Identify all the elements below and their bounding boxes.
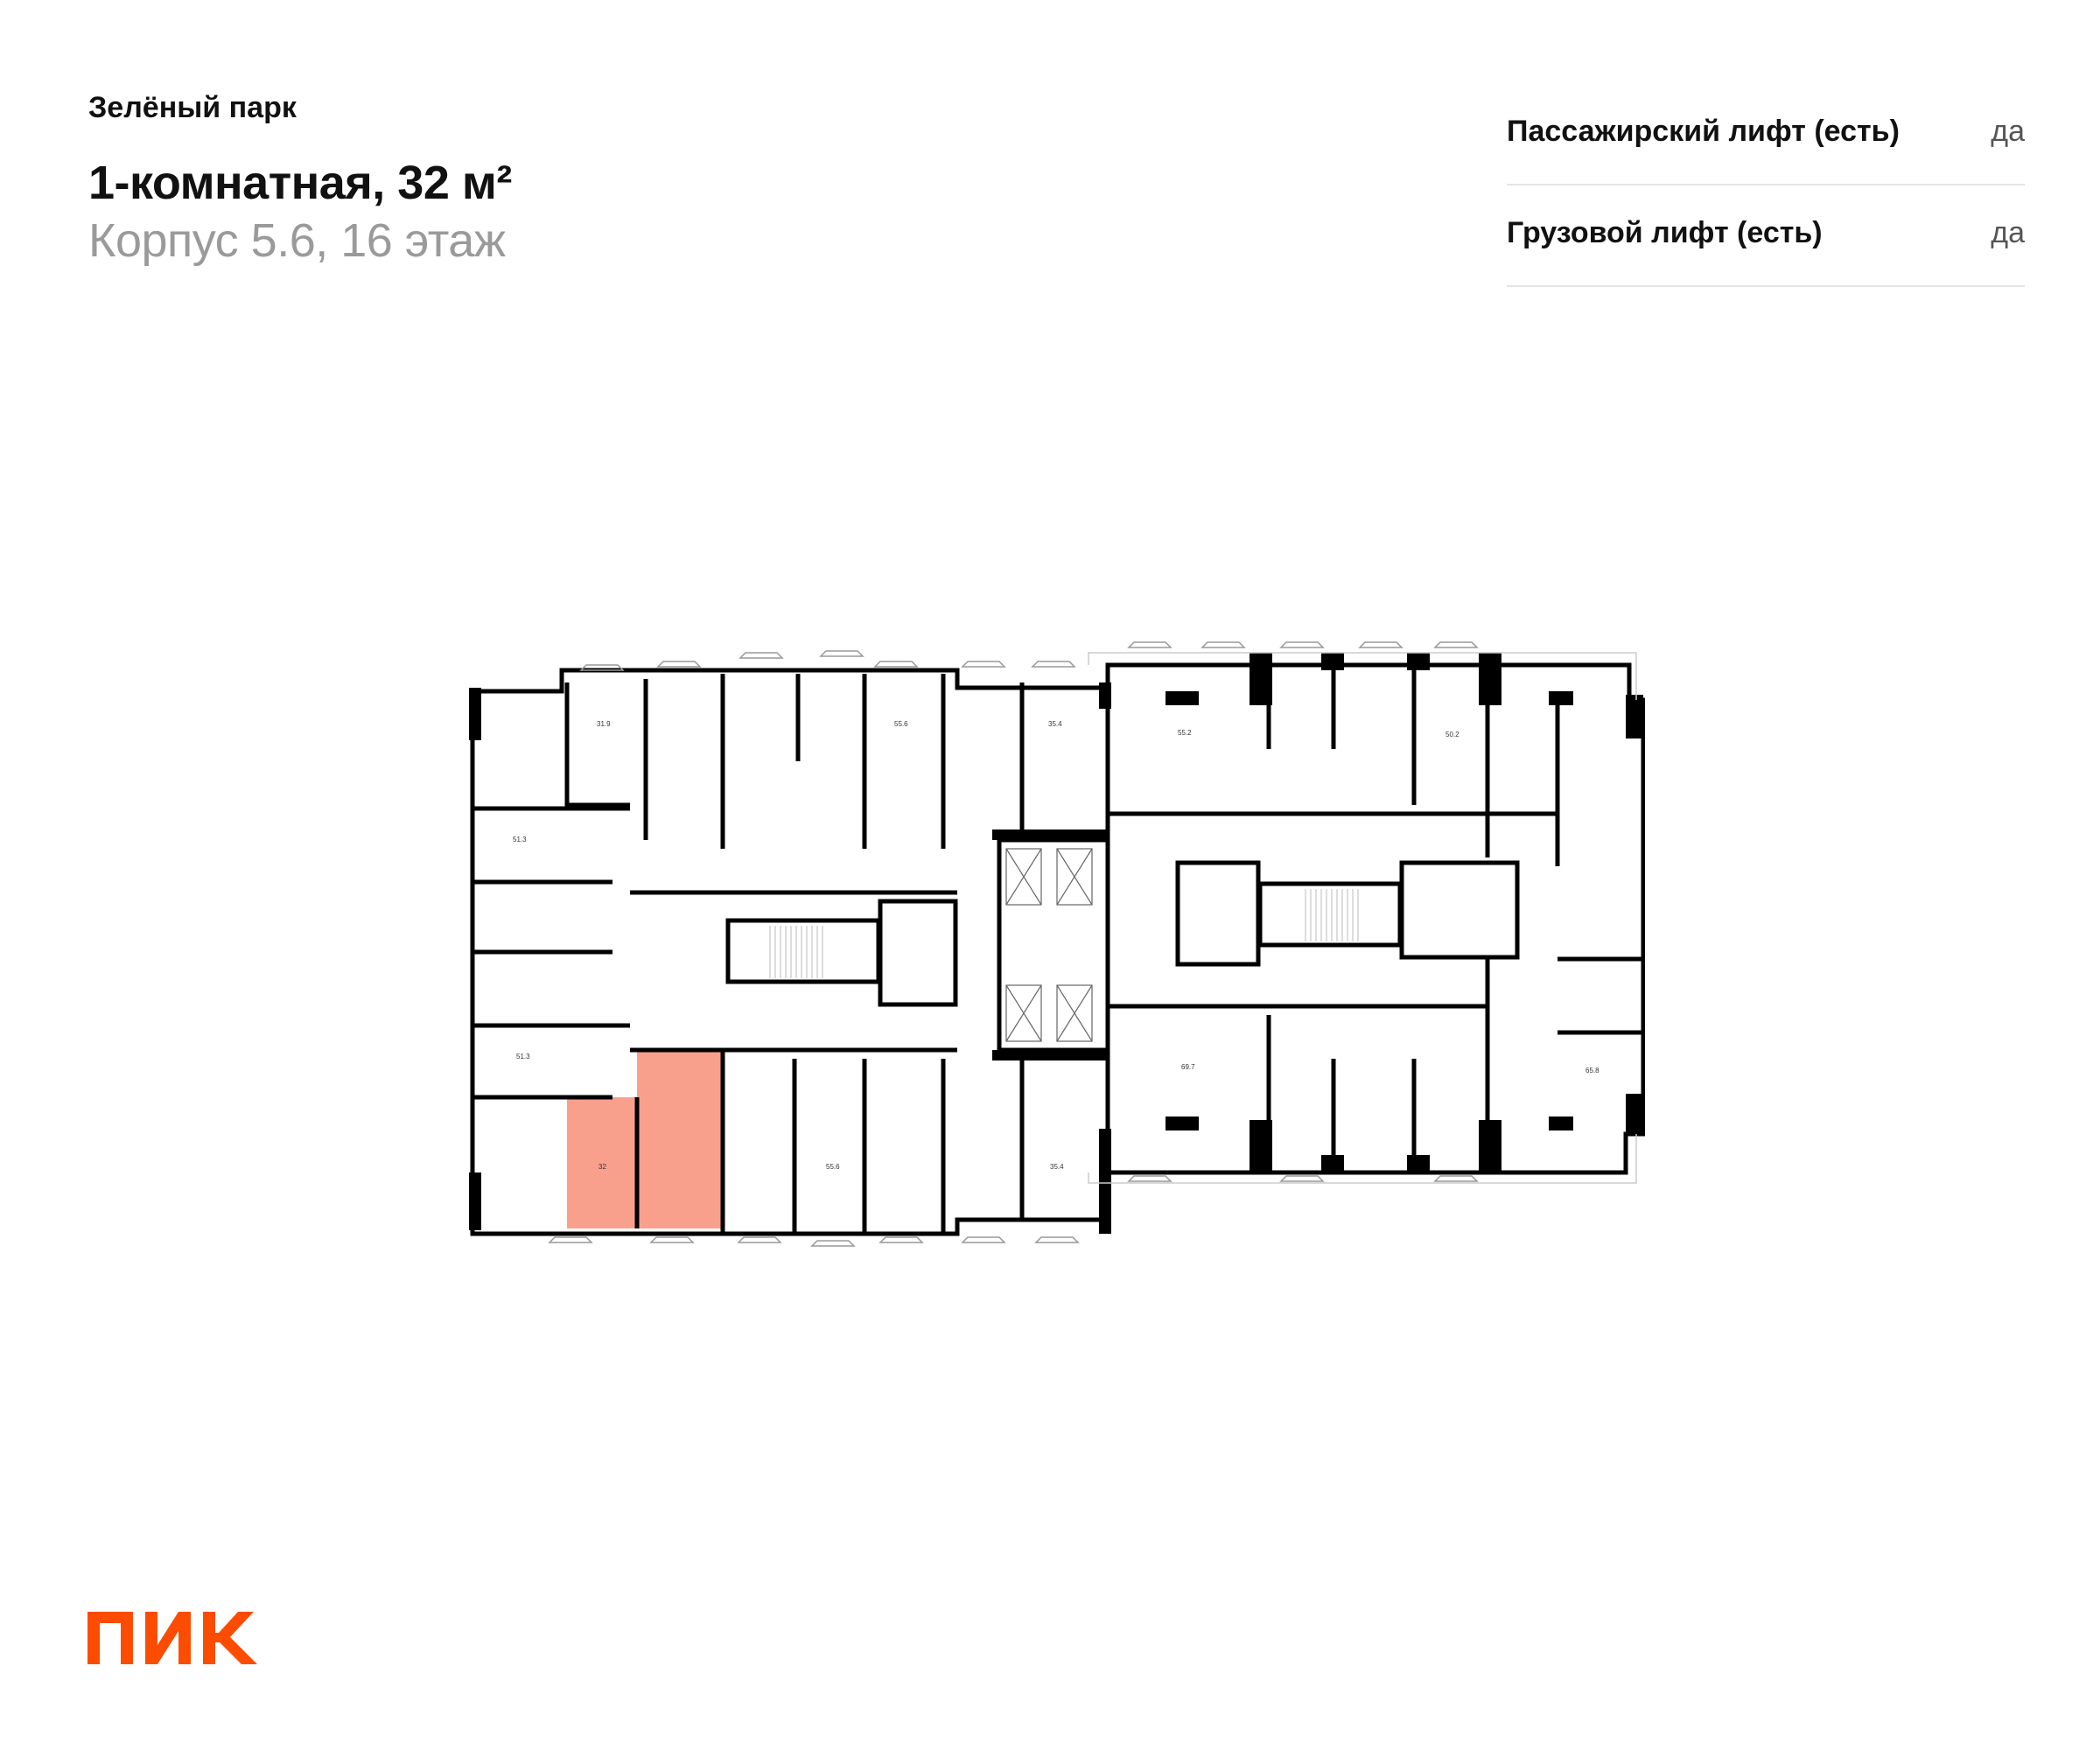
apartment-area-label: 55.2 — [1178, 729, 1192, 737]
apartment-area-label: 35.4 — [1050, 1163, 1064, 1171]
apartment-labels: 31.9 55.6 35.4 55.2 50.2 51.3 51.3 32 55… — [513, 720, 1600, 1171]
apartment-area-label: 31.9 — [597, 720, 611, 728]
apartment-area-label: 51.3 — [513, 836, 527, 844]
windows — [548, 641, 1479, 1247]
property-row-freight-lift: Грузовой лифт (есть) да — [1507, 186, 2025, 287]
building-floor: Корпус 5.6, 16 этаж — [88, 214, 506, 267]
apartment-area-label: 55.6 — [826, 1163, 840, 1171]
properties-table: Пассажирский лифт (есть) да Грузовой лиф… — [1507, 84, 2025, 287]
stair-icon — [769, 889, 1359, 978]
apartment-area-label: 51.3 — [516, 1053, 530, 1060]
wall-columns — [469, 653, 1643, 1234]
apartment-area-label: 35.4 — [1048, 720, 1062, 728]
apartment-area-label: 32 — [598, 1163, 606, 1171]
property-value: да — [1991, 215, 2025, 249]
apartment-area-label: 69.7 — [1181, 1063, 1195, 1071]
apartment-area-label: 65.8 — [1586, 1067, 1600, 1074]
property-row-passenger-lift: Пассажирский лифт (есть) да — [1507, 84, 2025, 186]
walls — [470, 662, 1645, 1236]
apartment-area-label: 50.2 — [1446, 731, 1460, 738]
apartment-title: 1-комнатная, 32 м² — [88, 157, 512, 209]
apartment-area-label: 55.6 — [894, 720, 908, 728]
balcony-outline — [1088, 652, 1637, 700]
pik-logo — [88, 1612, 257, 1664]
property-value: да — [1991, 114, 2025, 148]
property-label: Пассажирский лифт (есть) — [1507, 114, 1900, 148]
selected-apartment-area[interactable] — [567, 1052, 723, 1228]
balcony-outline — [1088, 1134, 1637, 1184]
property-label: Грузовой лифт (есть) — [1507, 215, 1823, 249]
project-name: Зелёный парк — [88, 91, 297, 124]
floor-plan: 31.9 55.6 35.4 55.2 50.2 51.3 51.3 32 55… — [469, 641, 1645, 1247]
elevator-icon — [1005, 848, 1093, 1042]
